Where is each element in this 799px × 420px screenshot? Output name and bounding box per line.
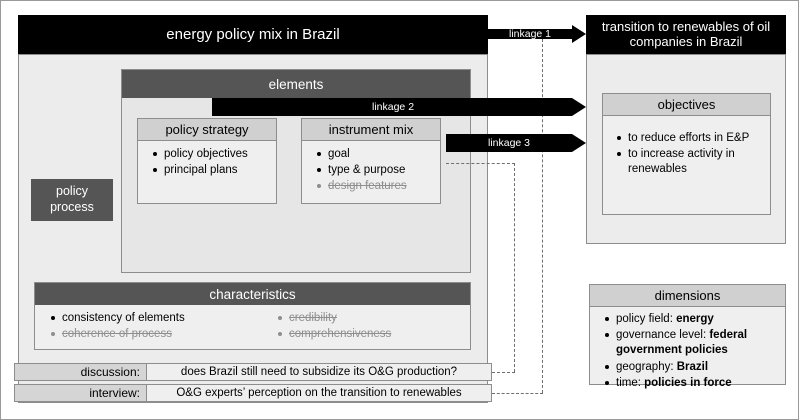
right-title-bar: transition to renewables of oil companie… bbox=[586, 15, 786, 54]
instrument-mix-list: goal type & purpose design features bbox=[315, 147, 443, 196]
discussion-value: does Brazil still need to subsidize its … bbox=[147, 363, 492, 381]
linkage-2-arrow: linkage 2 bbox=[212, 98, 586, 116]
list-item: policy objectives bbox=[151, 147, 279, 162]
list-item: comprehensiveness bbox=[276, 327, 476, 342]
dashed-connector-discussion-vertical bbox=[514, 163, 515, 372]
characteristics-header: characteristics bbox=[35, 283, 470, 305]
left-title-bar: energy policy mix in Brazil bbox=[18, 15, 488, 54]
list-item: credibility bbox=[276, 311, 476, 326]
linkage-3-arrow: linkage 3 bbox=[446, 134, 586, 152]
left-title-text: energy policy mix in Brazil bbox=[166, 25, 340, 43]
objectives-title: objectives bbox=[657, 97, 716, 112]
elements-header: elements bbox=[122, 70, 470, 98]
list-item: coherence of process bbox=[49, 327, 259, 342]
discussion-row: discussion: does Brazil still need to su… bbox=[14, 363, 492, 381]
linkage-2-label: linkage 2 bbox=[372, 101, 415, 113]
interview-label: interview: bbox=[14, 384, 147, 402]
policy-strategy-title: policy strategy bbox=[165, 122, 249, 137]
policy-process-line-1: policy bbox=[56, 184, 88, 199]
discussion-label: discussion: bbox=[14, 363, 147, 381]
dimensions-header: dimensions bbox=[590, 285, 785, 307]
list-item: policy field: energy bbox=[603, 312, 781, 327]
policy-strategy-header: policy strategy bbox=[138, 119, 276, 141]
characteristics-title: characteristics bbox=[209, 286, 296, 302]
dashed-connector-instrument-top bbox=[446, 163, 515, 164]
interview-value: O&G experts’ perception on the transitio… bbox=[147, 384, 492, 402]
list-item: consistency of elements bbox=[49, 311, 259, 326]
list-item: geography: Brazil bbox=[603, 360, 781, 375]
interview-row: interview: O&G experts’ perception on th… bbox=[14, 384, 492, 402]
elements-title: elements bbox=[268, 76, 324, 92]
objectives-list: to reduce efforts in E&P to increase act… bbox=[615, 131, 765, 179]
policy-strategy-list: policy objectives principal plans bbox=[151, 147, 279, 179]
dashed-connector-discussion-horizontal bbox=[492, 372, 515, 373]
list-item: goal bbox=[315, 147, 443, 162]
policy-process-line-2: process bbox=[50, 200, 94, 214]
list-item: type & purpose bbox=[315, 163, 443, 178]
right-title-text: transition to renewables of oil companie… bbox=[601, 18, 771, 49]
list-item: governance level: federal government pol… bbox=[603, 328, 781, 358]
linkage-1-arrow: linkage 1 bbox=[488, 25, 586, 43]
dashed-connector-interview-vertical bbox=[542, 39, 543, 393]
characteristics-list-left: consistency of elements coherence of pro… bbox=[49, 311, 259, 343]
characteristics-list-right: credibility comprehensiveness bbox=[276, 311, 476, 343]
policy-process-box: policy process bbox=[31, 179, 113, 221]
instrument-mix-title: instrument mix bbox=[328, 122, 414, 137]
list-item: principal plans bbox=[151, 163, 279, 178]
list-item: to reduce efforts in E&P bbox=[615, 131, 765, 146]
objectives-header: objectives bbox=[603, 94, 770, 116]
instrument-mix-header: instrument mix bbox=[302, 119, 440, 141]
list-item: time: policies in force bbox=[603, 376, 781, 391]
dashed-connector-interview-horizontal bbox=[492, 393, 543, 394]
dimensions-title: dimensions bbox=[654, 288, 721, 303]
list-item: to increase activity in renewables bbox=[615, 147, 765, 177]
linkage-1-label: linkage 1 bbox=[508, 28, 552, 40]
dimensions-list: policy field: energy governance level: f… bbox=[603, 312, 781, 392]
list-item: design features bbox=[315, 179, 443, 194]
linkage-3-label: linkage 3 bbox=[487, 137, 531, 149]
